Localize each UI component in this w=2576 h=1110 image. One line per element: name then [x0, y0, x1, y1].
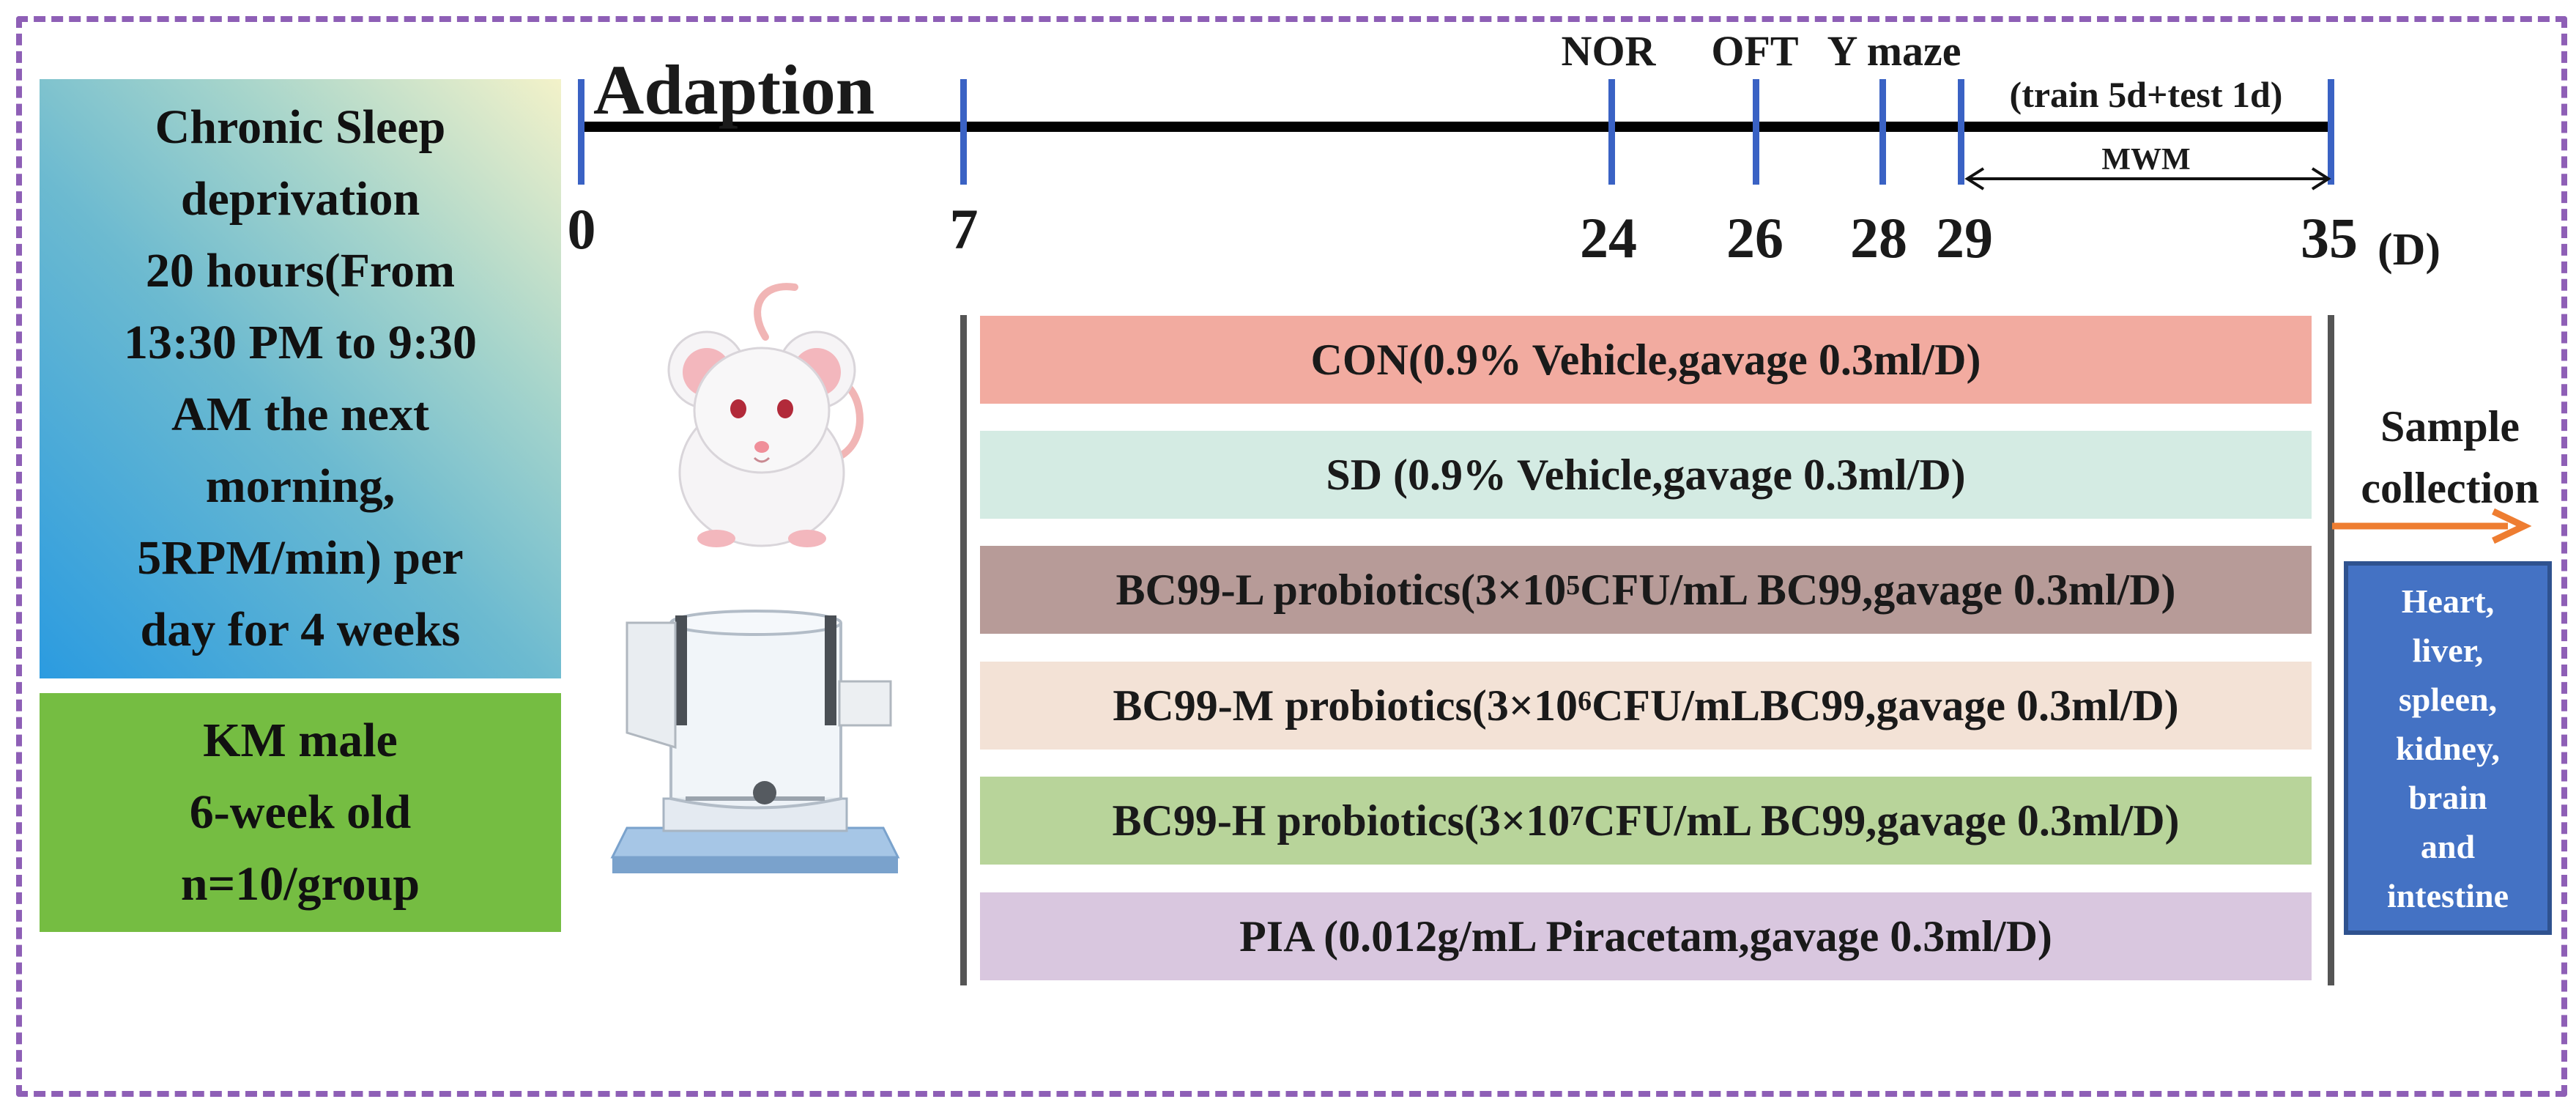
timeline-tick-28 — [1879, 79, 1886, 185]
timeline-tick-0 — [578, 79, 584, 185]
timeline-axis — [580, 122, 2332, 132]
timeline-tick-29 — [1958, 79, 1964, 185]
tick-label-29: 29 — [1936, 206, 1993, 270]
ymaze-label: Y maze — [1827, 27, 1961, 75]
organs-box: Heart, liver, spleen, kidney, brain and … — [2344, 561, 2552, 935]
mwm-span-arrow — [1964, 167, 2331, 190]
time-unit-label: (D) — [2378, 225, 2441, 275]
groups-right-divider — [2328, 315, 2334, 985]
group-bc99-m-text: BC99-M probiotics(3×10 — [1113, 681, 1578, 730]
groups-left-divider — [960, 315, 967, 985]
sample-collection-arrow-icon — [2332, 508, 2532, 544]
rat-illustration-icon — [667, 283, 864, 547]
animal-info-text: KM male 6-week old n=10/group — [180, 714, 420, 911]
group-bar-sd: SD (0.9% Vehicle,gavage 0.3ml/D) — [980, 431, 2312, 519]
tick-label-35: 35 — [2301, 206, 2358, 270]
tick-label-28: 28 — [1850, 206, 1907, 270]
group-con-text: CON(0.9% Vehicle,gavage 0.3ml/D) — [1310, 335, 1981, 384]
oft-label: OFT — [1711, 27, 1799, 75]
sleep-deprivation-apparatus-icon — [610, 610, 900, 873]
sleep-deprivation-protocol-box: Chronic Sleep deprivation 20 hours(From … — [40, 79, 561, 678]
timeline-tick-35 — [2328, 79, 2334, 185]
group-pia-text: PIA (0.012g/mL Piracetam,gavage 0.3ml/D) — [1239, 911, 2052, 961]
tick-label-24: 24 — [1580, 206, 1637, 270]
mwm-label: MWM — [2101, 143, 2191, 177]
timeline-tick-26 — [1753, 79, 1759, 185]
group-bar-pia: PIA (0.012g/mL Piracetam,gavage 0.3ml/D) — [980, 892, 2312, 980]
group-sd-text: SD (0.9% Vehicle,gavage 0.3ml/D) — [1326, 450, 1966, 499]
timeline-tick-7 — [960, 79, 967, 185]
mwm-schedule-label: (train 5d+test 1d) — [2009, 74, 2283, 115]
animal-info-box: KM male 6-week old n=10/group — [40, 693, 561, 932]
nor-label: NOR — [1561, 27, 1656, 75]
group-bar-con: CON(0.9% Vehicle,gavage 0.3ml/D) — [980, 316, 2312, 404]
tick-label-7: 7 — [949, 197, 979, 261]
adaption-label: Adaption — [593, 51, 875, 129]
tick-label-26: 26 — [1726, 206, 1783, 270]
organs-text: Heart, liver, spleen, kidney, brain and … — [2386, 582, 2509, 914]
sample-collection-label: Sample collection — [2361, 402, 2539, 512]
timeline-tick-24 — [1608, 79, 1615, 185]
group-bc99-h-text: BC99-H probiotics(3×10 — [1112, 796, 1570, 845]
tick-label-0: 0 — [567, 197, 596, 261]
dashed-frame — [16, 16, 2567, 1097]
protocol-text: Chronic Sleep deprivation 20 hours(From … — [123, 100, 478, 656]
group-bc99-l-text: BC99-L probiotics(3×10 — [1116, 565, 1567, 614]
